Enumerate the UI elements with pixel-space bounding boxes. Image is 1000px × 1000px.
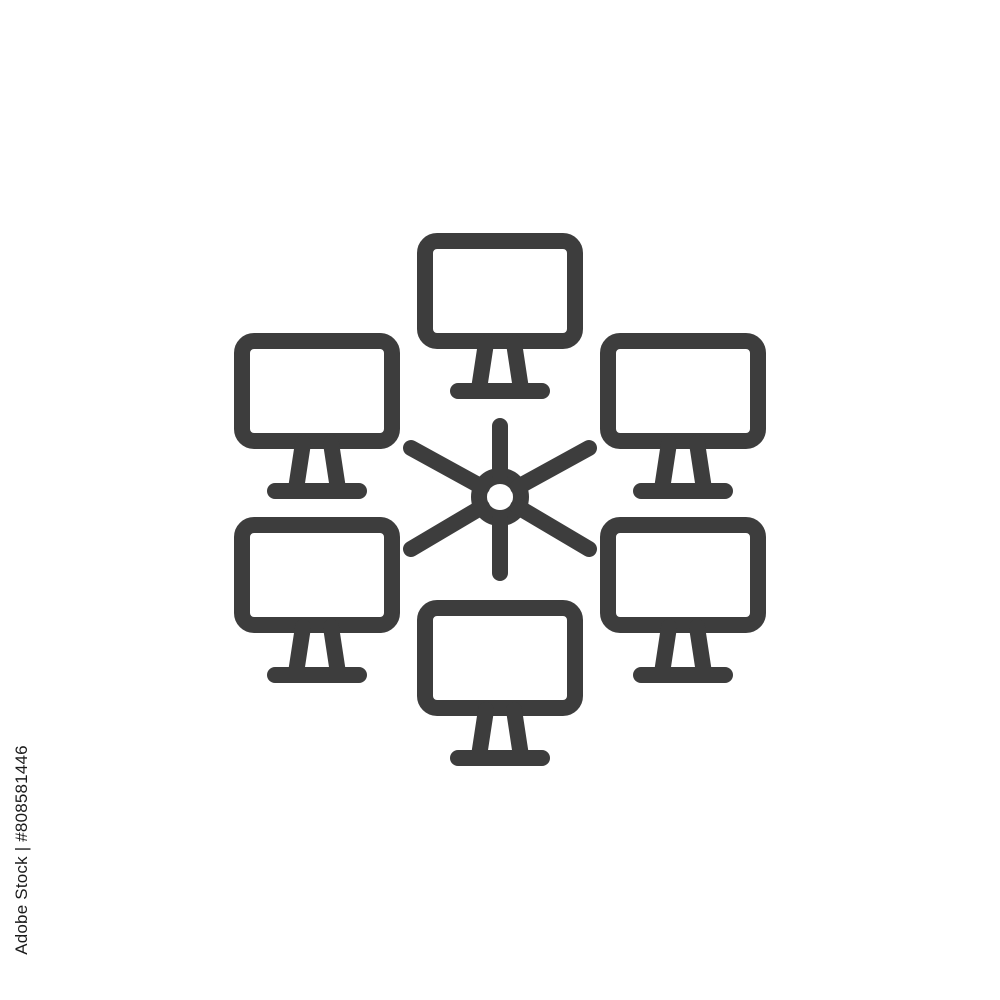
- monitor-upper-left-icon: [234, 333, 400, 499]
- network-hub-icon: [403, 418, 597, 581]
- monitor-top-icon: [417, 233, 583, 399]
- stock-image-id: Adobe Stock | #808581446: [4, 745, 40, 955]
- monitor-bottom-icon: [417, 600, 583, 766]
- monitor-lower-left-icon: [234, 517, 400, 683]
- stock-image-id-text: Adobe Stock | #808581446: [12, 745, 32, 955]
- monitor-upper-right-icon: [600, 333, 766, 499]
- monitor-lower-right-icon: [600, 517, 766, 683]
